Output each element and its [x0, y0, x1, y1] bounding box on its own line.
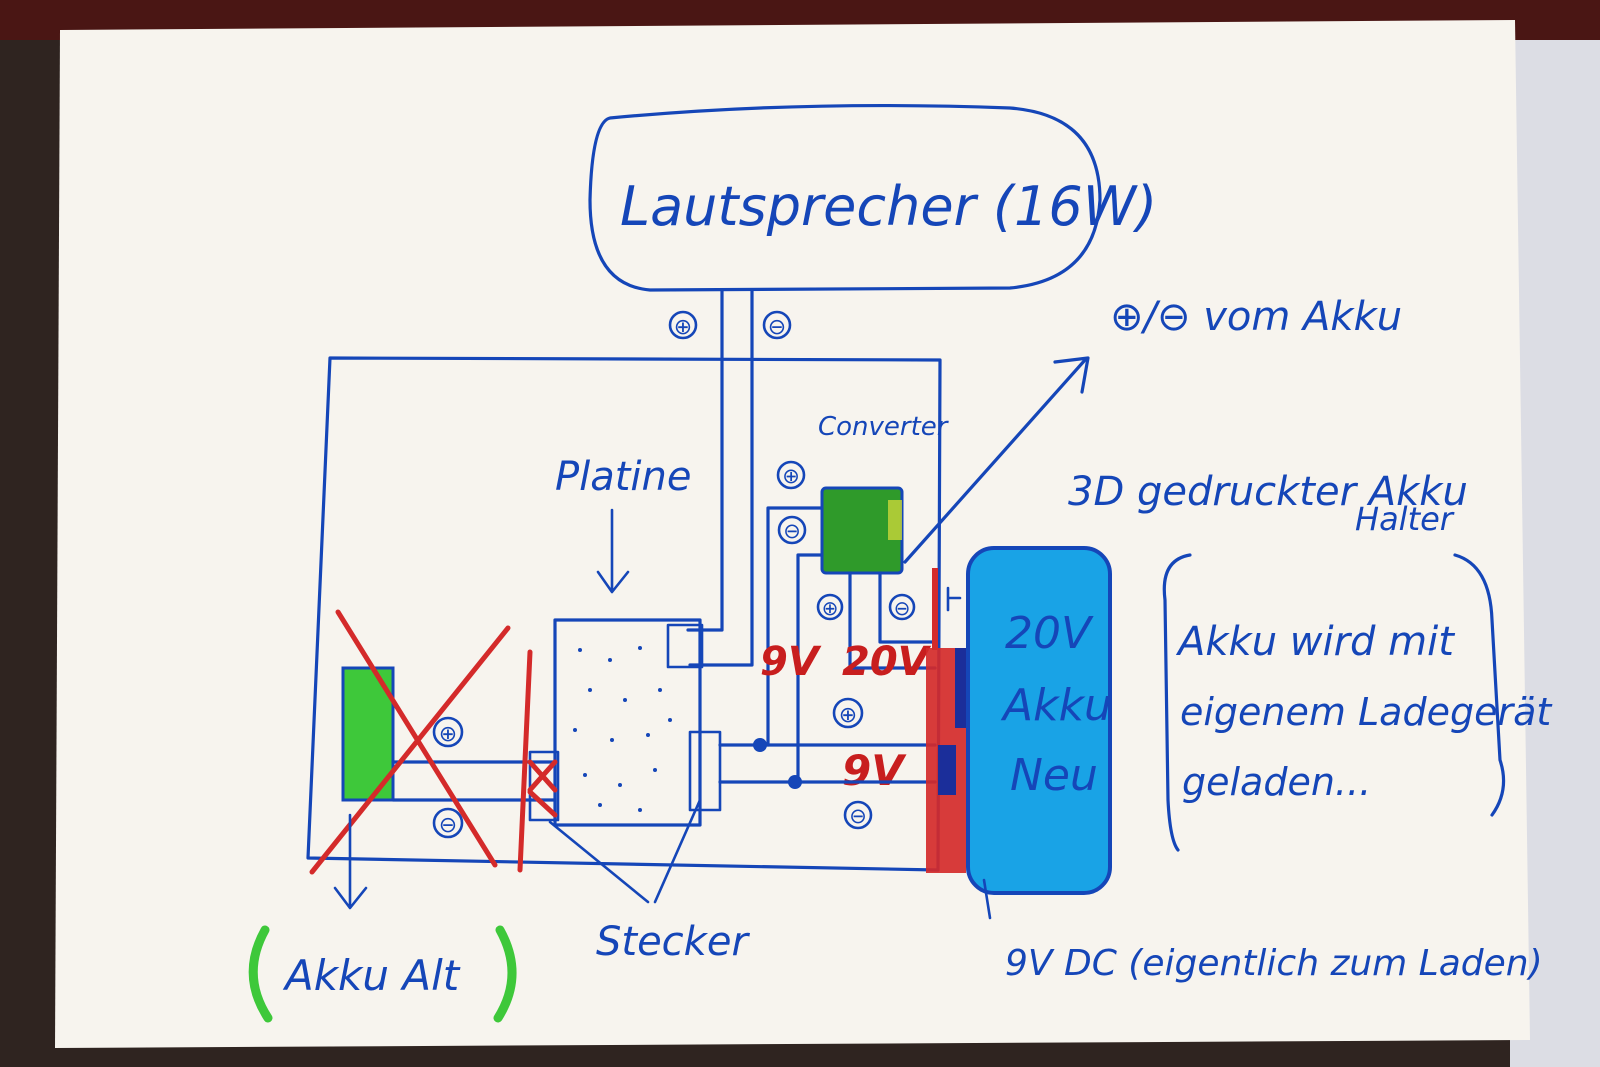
rail-plus-circle — [832, 697, 864, 729]
old-battery-label: Akku Alt — [282, 951, 461, 1000]
arrow-head-to-label — [1053, 356, 1090, 394]
circuit-board-dots — [573, 646, 672, 812]
conv-in-minus-circle — [777, 515, 807, 545]
old-batt-minus-circle — [432, 807, 464, 839]
speaker-cable-right — [688, 288, 754, 667]
printed-holder-line2: Halter — [1355, 500, 1455, 538]
conv-in-plus-circle — [776, 460, 806, 490]
rail-minus-circle — [843, 800, 873, 830]
dc-pointer — [982, 878, 992, 920]
voltage-9v-dc: 9V — [842, 746, 907, 795]
wire-conv-out-plus — [848, 571, 937, 670]
note-line3: geladen... — [1182, 760, 1371, 804]
conv-out-minus-sign: ⊖ — [894, 596, 911, 620]
dc-jack — [938, 745, 956, 795]
conv-in-minus-sign: ⊖ — [783, 519, 801, 543]
old-batt-plus-sign: ⊕ — [439, 722, 457, 747]
wire-conv-minus — [796, 553, 824, 784]
plug-label: Stecker — [596, 919, 750, 965]
new-battery-line3: Neu — [1010, 750, 1098, 801]
converter-highlight — [888, 500, 902, 540]
voltage-20v-converter-out: 20V — [842, 639, 932, 685]
conv-out-minus-circle — [888, 593, 916, 621]
dc-label: 9V DC (eigentlich zum Laden) — [1005, 943, 1543, 984]
circuit-board-outline — [553, 618, 702, 827]
speaker-connector — [666, 623, 704, 669]
conv-in-plus-sign: ⊕ — [782, 464, 800, 488]
new-battery-line2: Akku — [1000, 680, 1112, 731]
paper-sheet — [55, 20, 1530, 1048]
speaker-outline — [588, 103, 1102, 292]
old-battery-bracket-right — [493, 925, 517, 1023]
new-battery-line1: 20V — [1005, 608, 1094, 659]
speaker-plus-sign: ⊕ — [674, 315, 692, 340]
wire-conv-plus — [766, 506, 824, 747]
rail-plus-sign: ⊕ — [839, 703, 857, 728]
old-batt-plus-circle — [432, 716, 464, 748]
old-battery-down-arrow — [333, 813, 368, 910]
new-battery-pointer — [946, 586, 962, 612]
rail-minus-sign: ⊖ — [849, 804, 867, 828]
circuit-board-label: Platine — [555, 454, 692, 500]
note-bracket-right — [1453, 553, 1506, 817]
plug-pointer-lines — [548, 798, 702, 904]
speaker-minus-sign: ⊖ — [768, 315, 786, 340]
circuit-board-arrow — [596, 508, 630, 594]
note-bracket-left — [1162, 553, 1192, 852]
arrow-line-to-label — [903, 358, 1087, 564]
old-battery-plug — [528, 750, 560, 822]
note-line1: Akku wird mit — [1175, 619, 1455, 665]
junction-plus — [753, 738, 767, 752]
converter-label: Converter — [818, 412, 950, 442]
pm-from-battery-label: ⊕/⊖ vom Akku — [1110, 294, 1402, 340]
printed-holder-line1: 3D gedruckter Akku — [1068, 469, 1468, 515]
junction-minus — [788, 775, 802, 789]
old-plug-cross-line — [517, 649, 533, 873]
old-battery-cross — [309, 609, 511, 875]
new-battery — [966, 546, 1112, 895]
power-connector — [688, 730, 722, 812]
old-plug-cross-x — [527, 759, 558, 818]
speaker-minus-circle — [762, 310, 792, 340]
speaker-plus-circle — [668, 310, 698, 340]
speaker-label: Lautsprecher (16W) — [620, 175, 1157, 238]
note-line2: eigenem Ladegerät — [1180, 690, 1553, 734]
old-batt-minus-sign: ⊖ — [439, 813, 457, 838]
conv-out-plus-circle — [816, 593, 844, 621]
voltage-9v-converter-in: 9V — [760, 639, 822, 685]
conv-out-plus-sign: ⊕ — [822, 596, 839, 620]
old-battery-bracket-left — [248, 925, 273, 1023]
wire-conv-out-minus — [878, 571, 937, 644]
